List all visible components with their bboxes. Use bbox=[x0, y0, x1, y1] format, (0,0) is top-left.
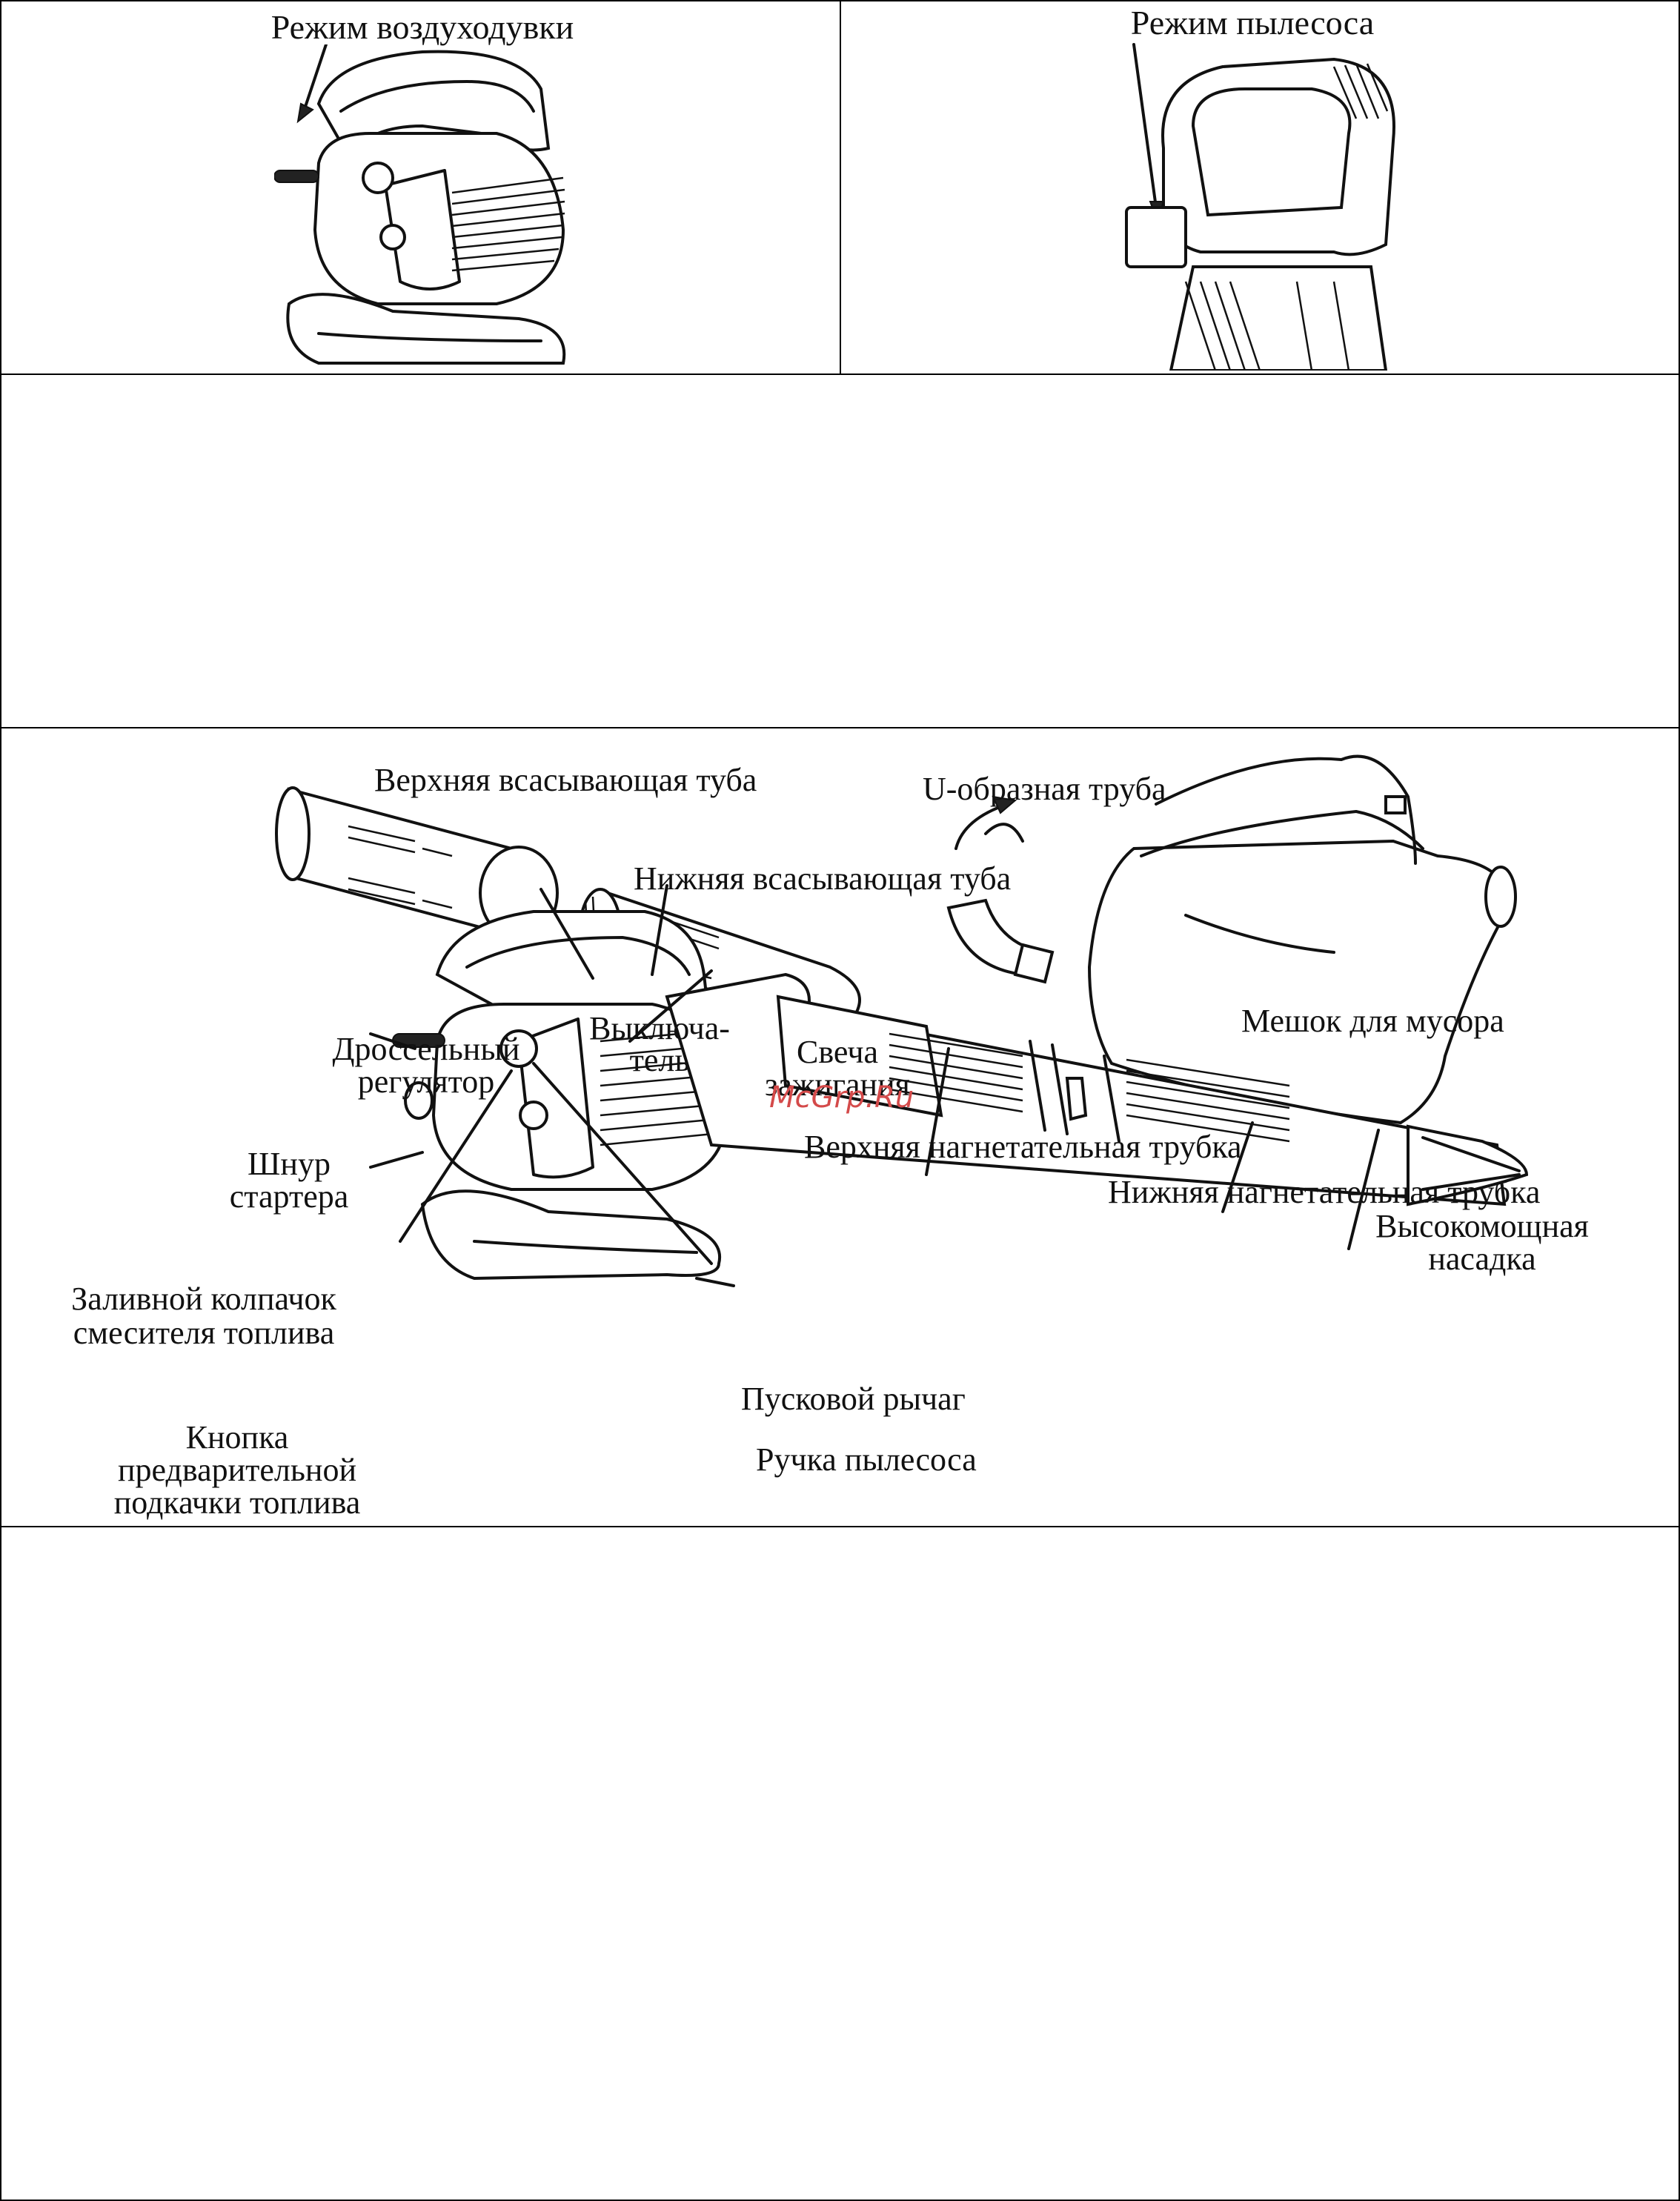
label-fuel-cap-line2: смесителя топлива bbox=[73, 1315, 335, 1351]
label-upper-blower-tube: Верхняя нагнетательная трубка bbox=[804, 1129, 1242, 1165]
label-throttle-line1: Дроссельный bbox=[332, 1031, 520, 1067]
label-upper-suction-tube: Верхняя всасывающая туба bbox=[374, 762, 757, 798]
label-spark-plug-line2: зажигания bbox=[765, 1066, 910, 1103]
label-u-pipe: U-образная труба bbox=[923, 771, 1166, 807]
label-lower-suction-tube: Нижняя всасывающая туба bbox=[634, 860, 1012, 897]
blower-mode-caption: Режим воздуходувки bbox=[270, 8, 574, 46]
label-starter-cord-line1: Шнур bbox=[248, 1146, 331, 1182]
parts-diagram bbox=[275, 754, 1529, 1287]
label-nozzle-line2: насадка bbox=[1428, 1241, 1536, 1277]
leader-arrows bbox=[369, 884, 1380, 1287]
blower-body-drawing bbox=[392, 910, 1529, 1281]
label-vacuum-handle: Ручка пылесоса bbox=[756, 1441, 977, 1478]
label-starter-cord-line2: стартера bbox=[229, 1178, 349, 1215]
vacuum-mode-caption: Режим пылесоса bbox=[1130, 4, 1375, 42]
label-lower-blower-tube: Нижняя нагнетательная трубка bbox=[1108, 1174, 1541, 1210]
label-fuel-cap-line1: Заливной колпачок bbox=[71, 1281, 336, 1317]
u-pipe-drawing bbox=[946, 795, 1055, 984]
label-primer-line3: подкачки топлива bbox=[113, 1484, 361, 1521]
label-primer-line1: Кнопка bbox=[185, 1419, 289, 1455]
upper-suction-tube-drawing bbox=[275, 786, 559, 940]
label-nozzle-line1: Высокомощная bbox=[1375, 1208, 1589, 1244]
blower-mode-illustration bbox=[274, 44, 566, 365]
vacuum-mode-illustration bbox=[1125, 43, 1395, 371]
debris-bag-drawing bbox=[1087, 754, 1517, 1125]
watermark: McGrp.Ru bbox=[769, 1080, 914, 1115]
label-switch-line2: тель bbox=[629, 1042, 690, 1078]
label-debris-bag: Мешок для мусора bbox=[1241, 1003, 1504, 1039]
label-primer-line2: предварительной bbox=[117, 1452, 357, 1488]
label-spark-plug-line1: Свеча bbox=[797, 1034, 878, 1070]
label-throttle-line2: регулятор bbox=[357, 1063, 495, 1100]
label-switch-line1: Выключа- bbox=[589, 1010, 730, 1046]
label-trigger: Пусковой рычаг bbox=[741, 1381, 966, 1417]
